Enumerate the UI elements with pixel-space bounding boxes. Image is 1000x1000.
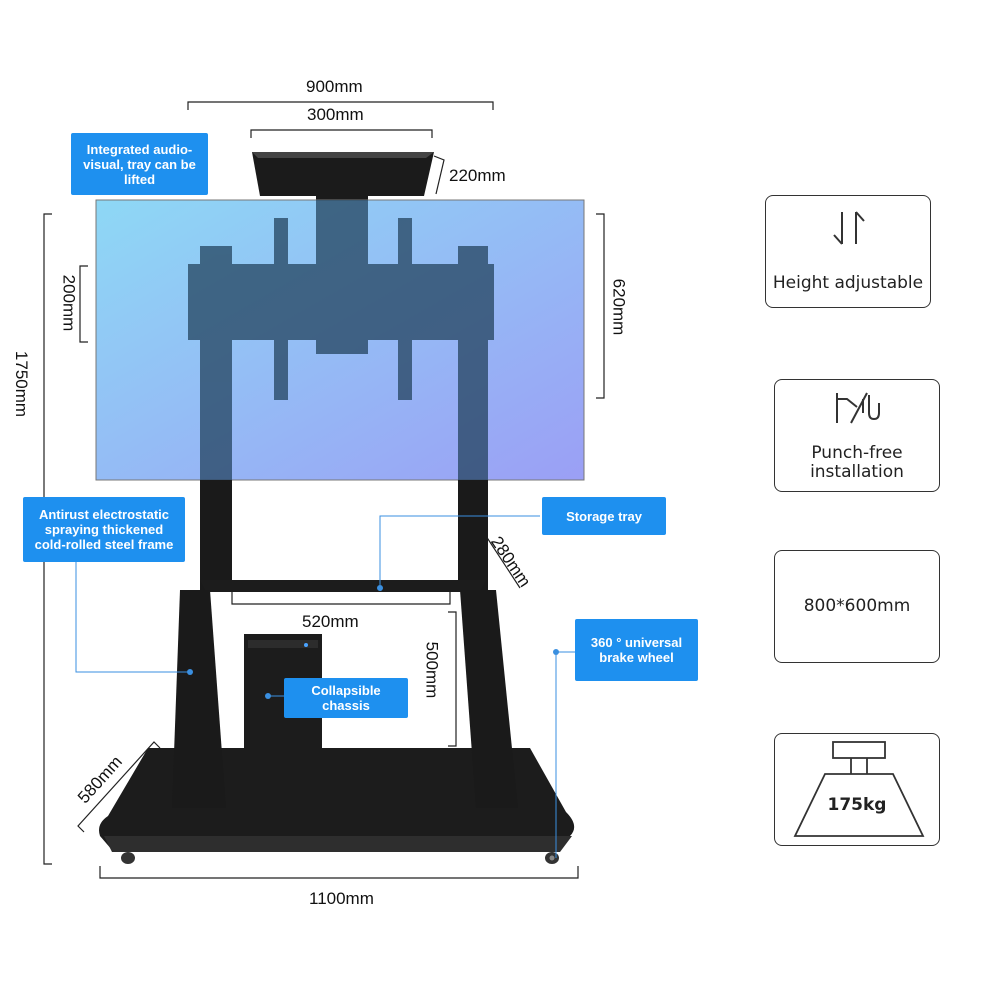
dim-screen-height: 620mm: [609, 278, 629, 336]
feature-punch-free: Punch-free installation: [774, 379, 940, 492]
dim-tray-span: 900mm: [306, 77, 363, 96]
callout-frame: Antirust electrostatic spraying thickene…: [23, 497, 185, 562]
dim-tray-depth: 220mm: [449, 166, 506, 185]
load-weight-icon: [793, 741, 925, 837]
callout-storage-tray: Storage tray: [542, 497, 666, 535]
dim-shelf-height: 500mm: [422, 641, 442, 699]
feature-label: 800*600mm: [803, 596, 911, 616]
callout-brake-wheel: 360 ° universal brake wheel: [575, 619, 698, 681]
pillars: [200, 480, 488, 590]
callout-av-tray: Integrated audio-visual, tray can be lif…: [71, 133, 208, 195]
feature-height-adjustable: Height adjustable: [765, 195, 931, 308]
mount-hardware: [188, 200, 494, 480]
feature-label: 175kg: [827, 795, 887, 815]
dim-total-height: 1750mm: [12, 350, 32, 418]
feature-label: Height adjustable: [772, 273, 924, 293]
wall-mount-icon: [836, 392, 880, 424]
computer-chassis: [244, 634, 322, 802]
dim-base-width: 1100mm: [309, 889, 374, 908]
up-down-arrows-icon: [833, 211, 865, 245]
dim-vesa-height: 200mm: [59, 274, 79, 332]
feature-load-capacity: 175kg: [774, 733, 940, 846]
dim-tray-width: 300mm: [307, 105, 364, 124]
feature-vesa-size: 800*600mm: [774, 550, 940, 663]
storage-shelf: [200, 580, 486, 592]
feature-label: Punch-free installation: [810, 443, 904, 482]
dim-shelf-width: 520mm: [302, 612, 359, 631]
side-legs: [172, 590, 518, 808]
dimension-lines: [43, 101, 605, 879]
callout-chassis: Collapsible chassis: [284, 678, 408, 718]
av-tray: [252, 152, 434, 204]
